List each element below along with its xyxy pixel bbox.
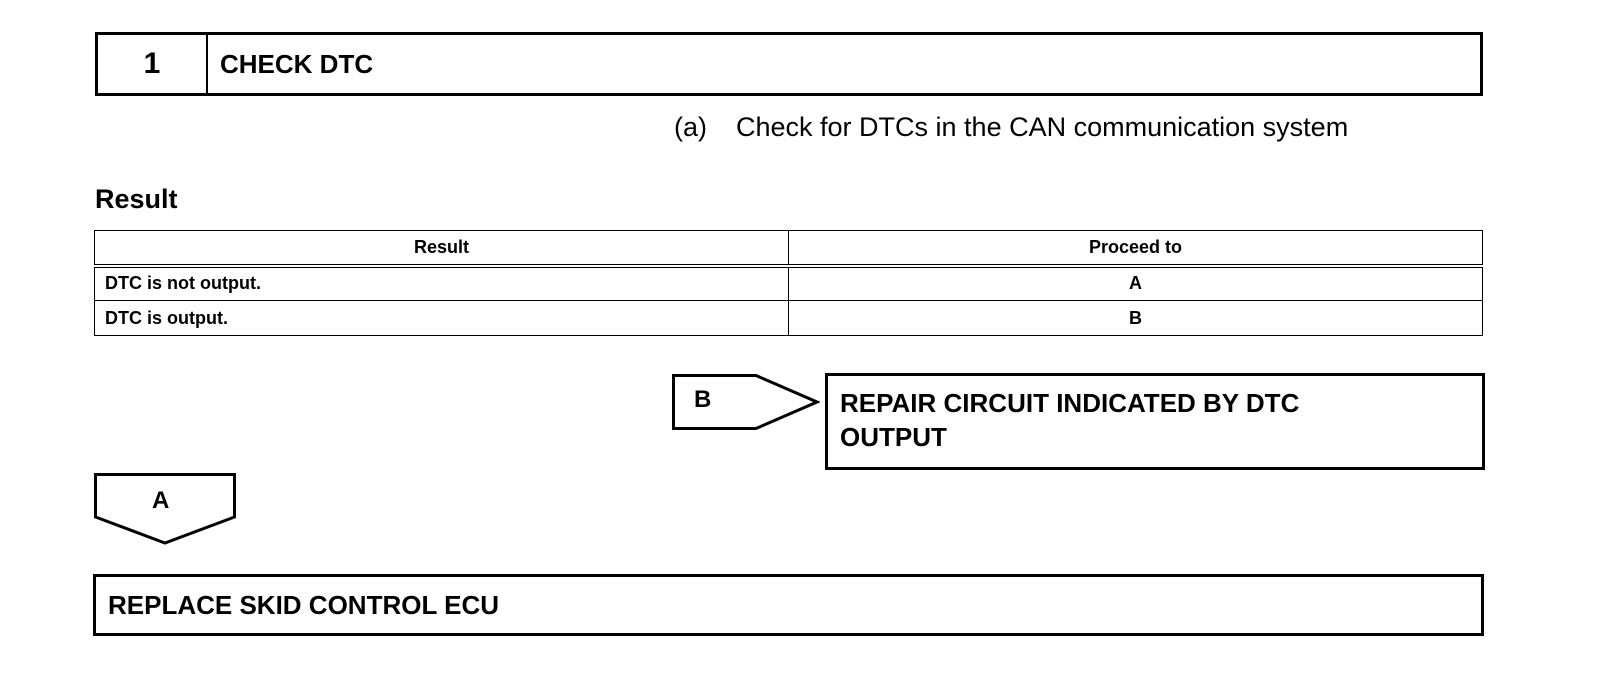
repair-circuit-box: REPAIR CIRCUIT INDICATED BY DTC OUTPUT (825, 373, 1485, 470)
replace-ecu-box: REPLACE SKID CONTROL ECU (93, 574, 1484, 636)
step-title: CHECK DTC (220, 48, 374, 79)
branch-a-label: A (152, 487, 170, 514)
proceed-to-cell: B (788, 300, 1483, 336)
instruction-marker: (a) (674, 112, 707, 142)
instruction: (a) Check for DTCs in the CAN communicati… (674, 112, 1348, 143)
instruction-text: Check for DTCs in the CAN communication … (736, 112, 1349, 142)
table-row: DTC is output. B (94, 300, 1483, 336)
branch-a-arrow-icon (94, 473, 236, 545)
result-cell: DTC is not output. (94, 265, 789, 301)
repair-action-line1: REPAIR CIRCUIT INDICATED BY DTC (840, 388, 1300, 418)
result-table: Result Proceed to DTC is not output. A D… (94, 230, 1483, 336)
result-heading: Result (95, 184, 178, 214)
step-number: 1 (98, 35, 208, 93)
step-header: 1 CHECK DTC (95, 32, 1483, 96)
table-row: DTC is not output. A (94, 265, 1483, 301)
branch-b-label: B (694, 386, 712, 413)
column-header-proceed-to: Proceed to (788, 230, 1483, 268)
result-cell: DTC is output. (94, 300, 789, 336)
branch-b-arrow-icon (672, 374, 820, 430)
repair-action-line2: OUTPUT (840, 422, 947, 452)
column-header-result: Result (94, 230, 789, 268)
proceed-to-cell: A (788, 265, 1483, 301)
table-header-row: Result Proceed to (94, 230, 1483, 268)
